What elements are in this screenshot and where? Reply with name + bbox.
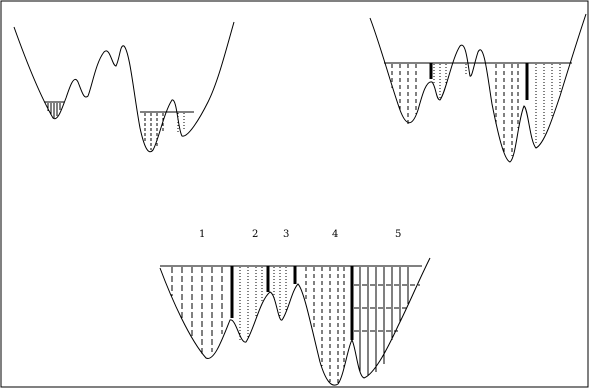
panel-top-right: [369, 13, 587, 163]
terrain-curve: [369, 13, 587, 163]
panel-bottom: 1 2 3 4 5: [159, 229, 431, 386]
basin-label: 4: [332, 229, 338, 240]
terrain-curve: [13, 21, 235, 153]
terrain-curve: [159, 257, 431, 386]
basin-label: 3: [283, 229, 289, 240]
basin-label: 2: [252, 229, 258, 240]
panel-top-left: [13, 21, 235, 153]
basin-label: 5: [395, 229, 401, 240]
basin-label: 1: [199, 229, 205, 240]
